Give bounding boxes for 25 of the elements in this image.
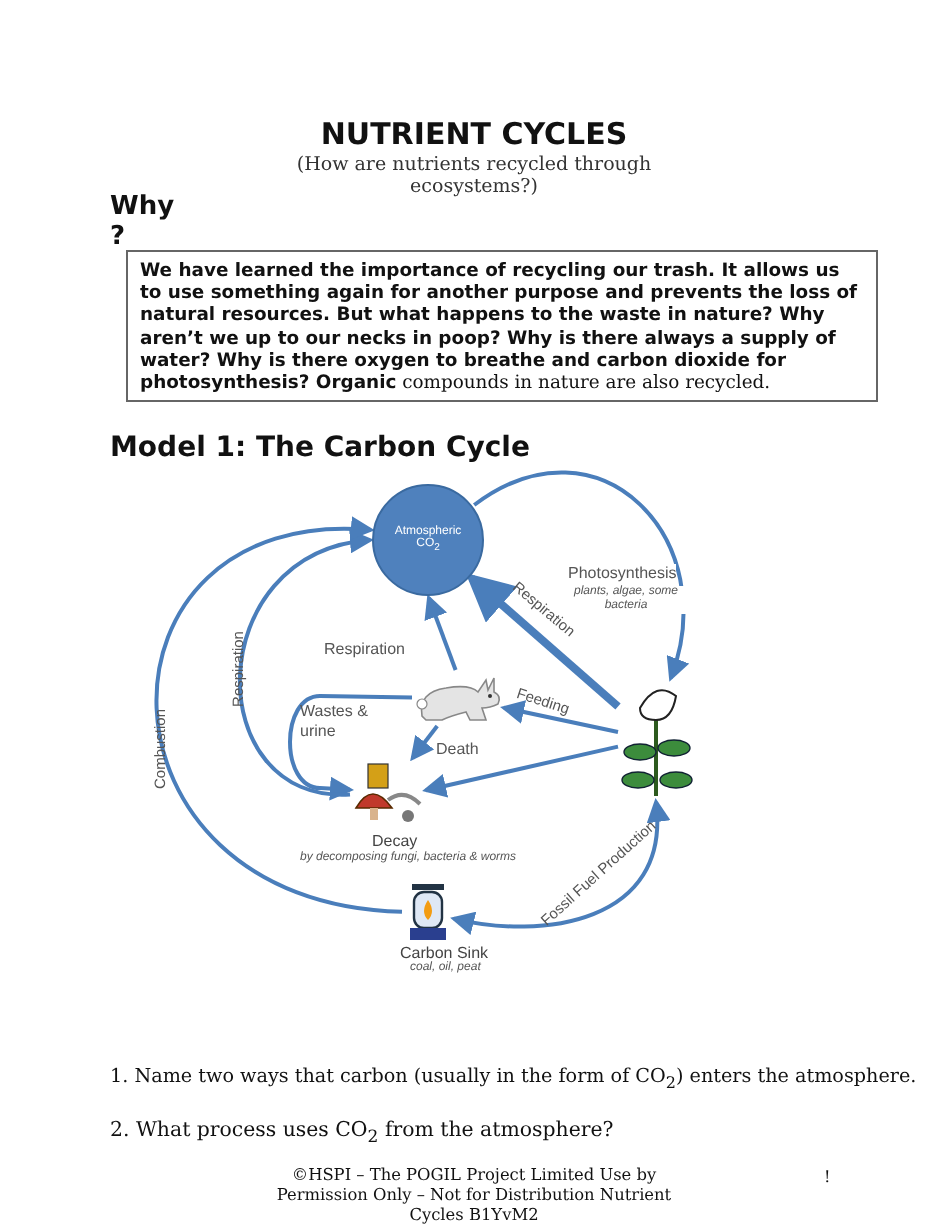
arrow [154, 518, 403, 914]
arrow [410, 724, 439, 762]
section-heading: Model 1: The Carbon Cycle [110, 432, 530, 464]
page-mark: ! [824, 1168, 831, 1186]
intro-paragraph: We have learned the importance of recycling our trash. It allows us to use something again for another purpose and prevents the loss of natural resources. But what happens to the waste in nature? Why aren’t we up to our necks in poop? Why is there always a supply of water? Why is there oxygen to breathe and carbon dioxide for photosynthesis? Organic compounds in nature are also recycled. [126, 250, 878, 402]
arrow [422, 744, 619, 798]
caption-text: Decay [372, 832, 418, 850]
arrow [238, 532, 374, 797]
edge-label: Photosynthesis [568, 564, 677, 582]
subtitle: (How are nutrients recycled through ecosystems?) [294, 154, 654, 198]
arrow [473, 470, 688, 682]
arrow [465, 572, 621, 710]
arrow [424, 594, 458, 671]
section-heading: Why ? [110, 192, 174, 252]
page-title: NUTRIENT CYCLES [318, 116, 630, 152]
edge-label: Death [436, 740, 479, 758]
question-text: 1. Name two ways that carbon (usually in the form of CO$_{2}$) enters the atmosphere. [110, 1066, 917, 1092]
question-text: 2. What process uses CO$_{2}$ from the atmosphere? [110, 1120, 614, 1149]
caption-text: Carbon Sink [400, 944, 489, 962]
arrow [450, 798, 669, 935]
footer-text: ©HSPI – The POGIL Project Limited Use by Permission Only – Not for Distribution Nutrient Cycles B1YvM2 [274, 1164, 674, 1224]
arrow [500, 700, 619, 734]
arrow [288, 694, 413, 801]
edge-label: Wastes & urine [300, 702, 368, 742]
edge-label: Respiration [324, 640, 405, 658]
